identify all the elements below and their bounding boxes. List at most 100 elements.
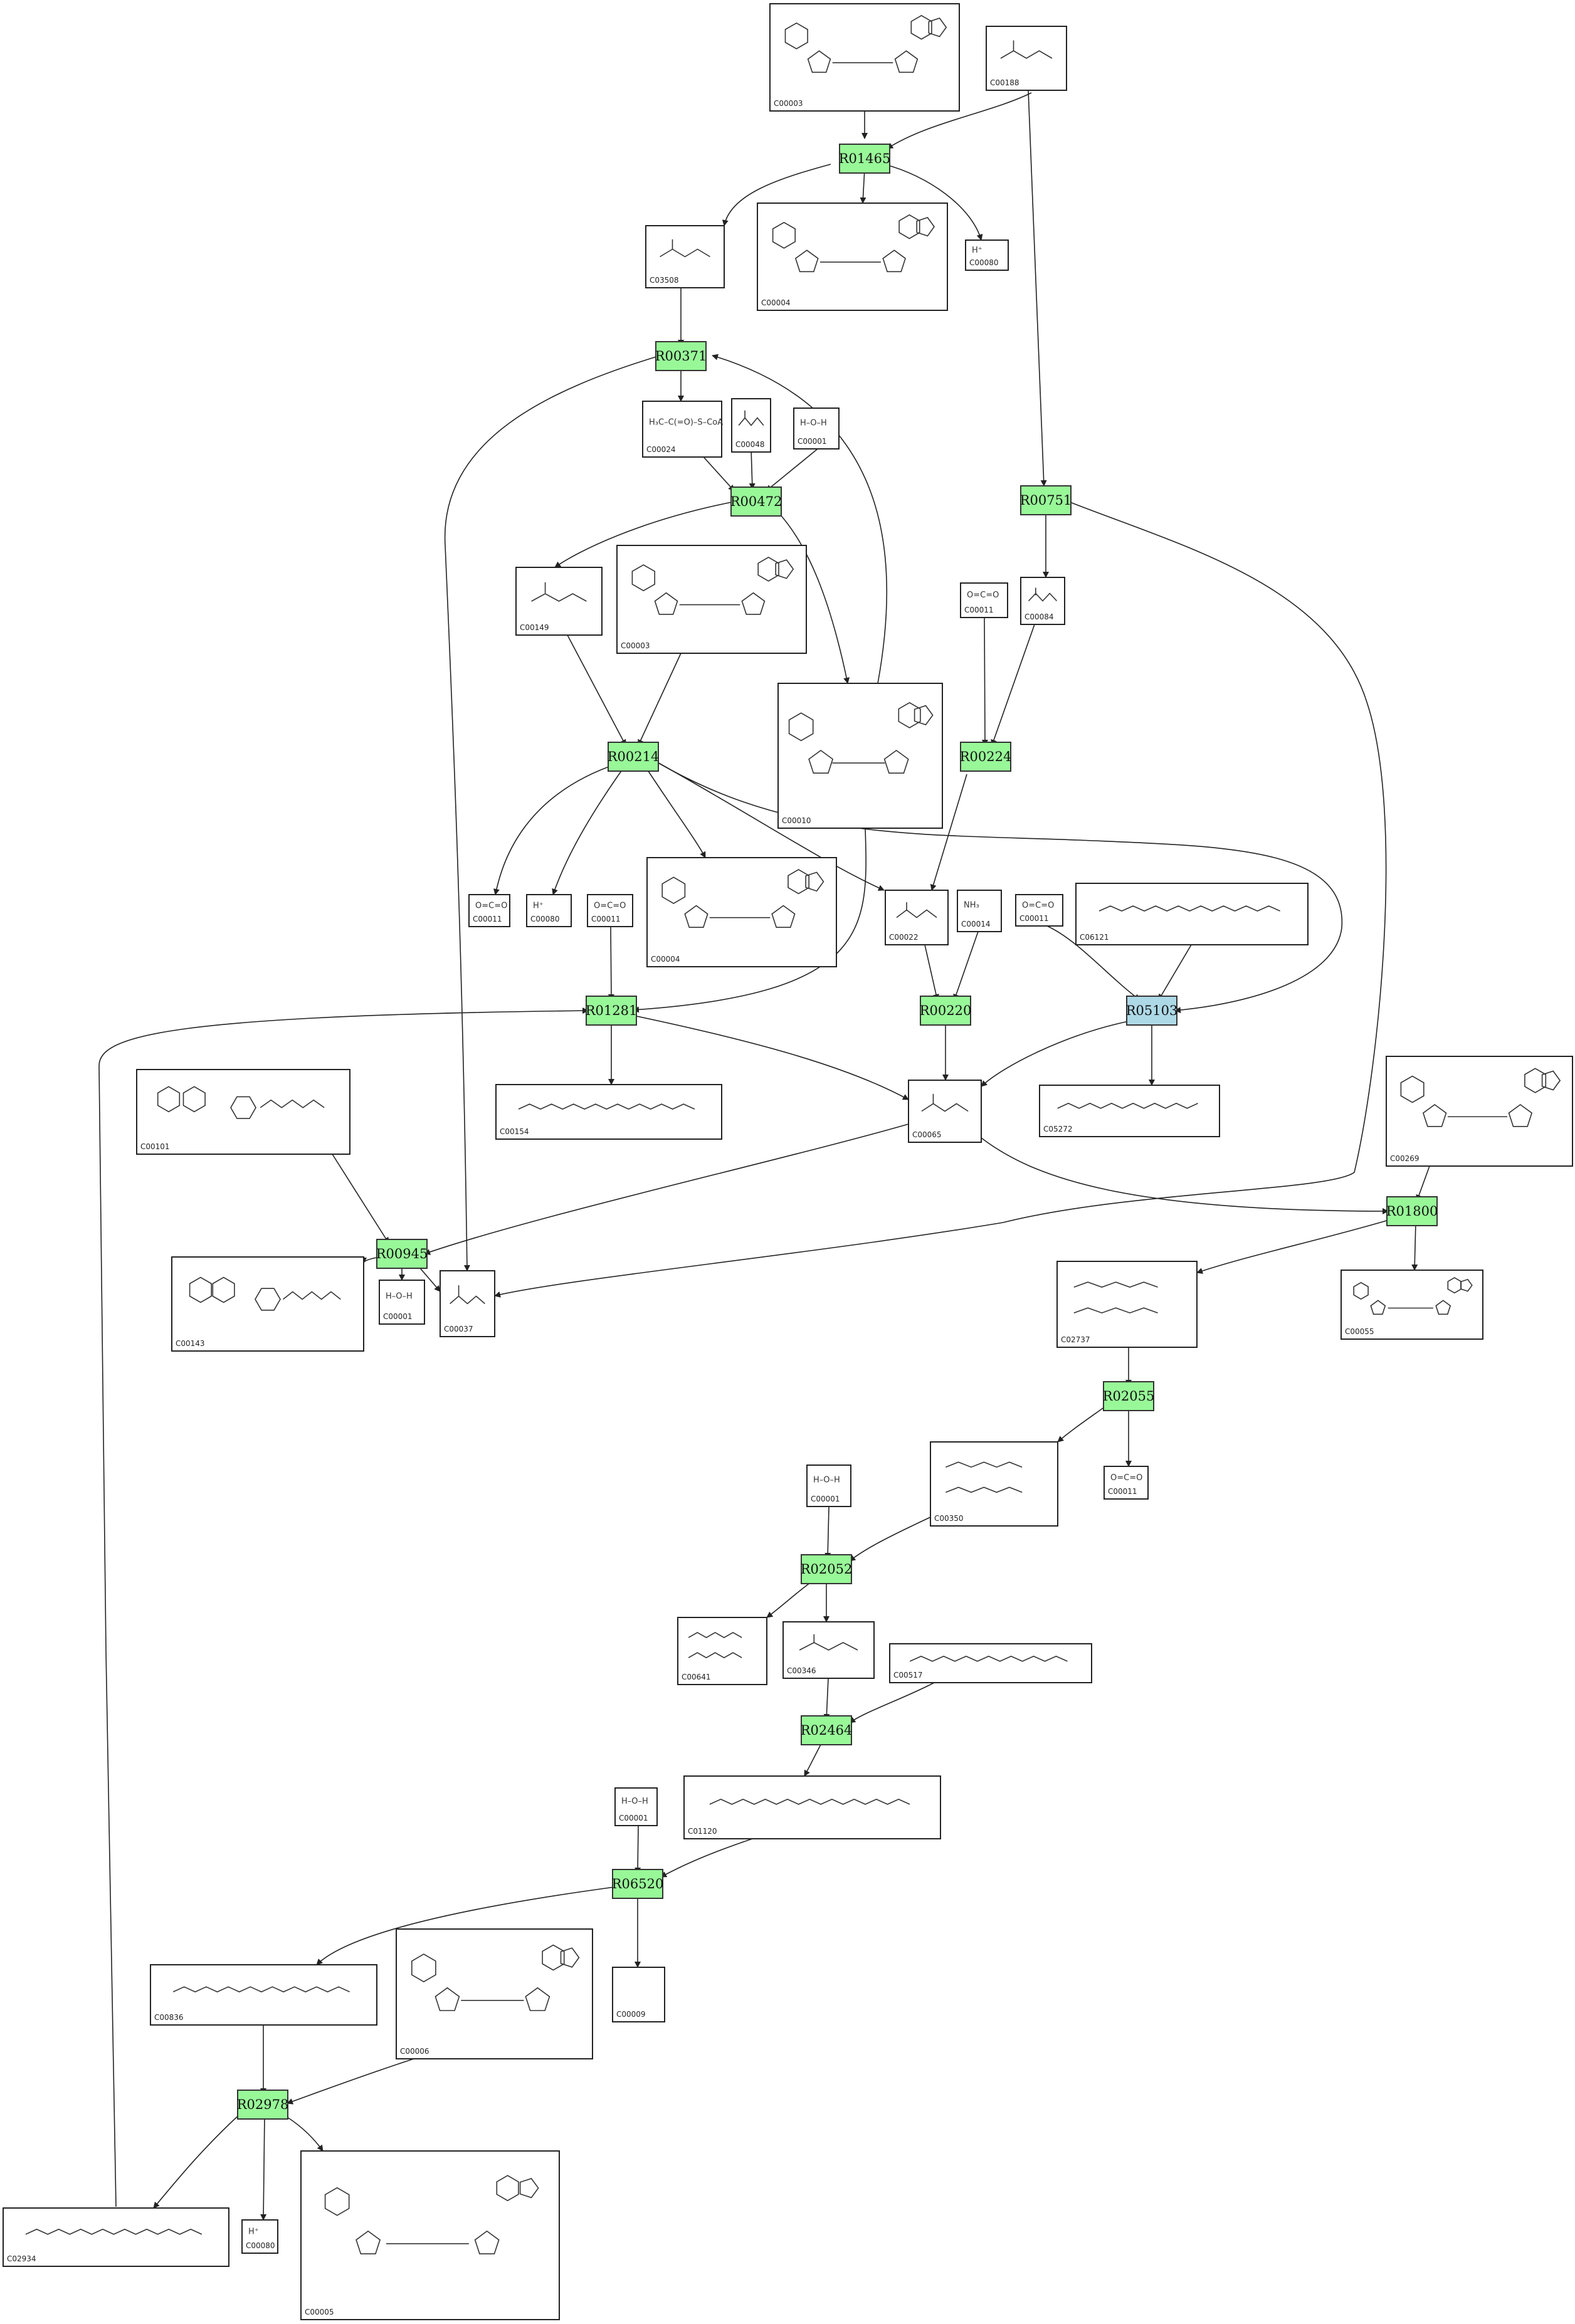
reaction-label: R00945: [376, 1246, 428, 1261]
compound-C00006[interactable]: C00006: [396, 1928, 593, 2059]
reaction-node-R02052[interactable]: R02052: [801, 1554, 853, 1584]
compound-code-label: C00022: [889, 933, 919, 942]
compound-box: [1341, 1270, 1483, 1340]
edge-arrow: [287, 2058, 414, 2105]
compound-C00080[interactable]: H⁺C00080: [526, 894, 572, 927]
edge-arrow: [860, 168, 867, 204]
compound-C00269[interactable]: C00269: [1386, 1056, 1573, 1167]
reaction-label: R01281: [586, 1003, 638, 1018]
compound-C00009[interactable]: C00009: [612, 1967, 665, 2022]
reaction-node-R02055[interactable]: R02055: [1103, 1381, 1155, 1411]
compound-code-label: C00836: [154, 2013, 184, 2022]
edge-arrow: [444, 355, 659, 1271]
reaction-label: R00214: [608, 749, 660, 764]
compound-box: [965, 239, 1009, 271]
edge-arrow: [1416, 1165, 1430, 1201]
compound-code-label: C00346: [787, 1666, 816, 1675]
reaction-node-R01465[interactable]: R01465: [839, 144, 891, 174]
compound-C00346[interactable]: C00346: [782, 1621, 875, 1679]
compound-code-label: C00037: [444, 1325, 473, 1333]
edge-arrow: [766, 1579, 816, 1618]
reaction-label: R02464: [801, 1723, 853, 1738]
compound-code-label: C00101: [140, 1142, 170, 1151]
compound-code-label: C00001: [619, 1814, 648, 1822]
compound-C00517[interactable]: C00517: [889, 1643, 1092, 1683]
compound-C02737[interactable]: C02737: [1056, 1261, 1198, 1348]
compound-formula: H–O–H: [621, 1797, 648, 1806]
compound-C00004[interactable]: C00004: [757, 202, 948, 311]
compound-C00065[interactable]: C00065: [908, 1080, 982, 1143]
compound-C00001[interactable]: H–O–H C00001: [614, 1787, 658, 1826]
compound-box: [889, 1643, 1092, 1683]
compound-formula: H–O–H: [800, 418, 827, 428]
edge-arrow: [633, 828, 867, 1013]
compound-code-label: C00024: [646, 445, 676, 454]
reaction-node-R00945[interactable]: R00945: [376, 1239, 428, 1269]
compound-C00188[interactable]: C00188: [986, 26, 1067, 91]
compound-C00010[interactable]: C00010: [777, 683, 943, 829]
compound-C00055[interactable]: C00055: [1341, 1270, 1483, 1340]
compound-C00003[interactable]: C00003: [616, 545, 807, 654]
compound-C00641[interactable]: C00641: [677, 1617, 767, 1685]
compound-C00003[interactable]: C00003: [769, 3, 960, 112]
compound-C05272[interactable]: C05272: [1039, 1085, 1220, 1137]
reaction-node-R00220[interactable]: R00220: [920, 996, 972, 1026]
compound-C00154[interactable]: C00154: [495, 1084, 722, 1140]
reaction-node-R00472[interactable]: R00472: [730, 486, 782, 517]
reaction-box: [1126, 996, 1177, 1026]
edge-arrow: [424, 1123, 909, 1255]
reaction-node-R05103[interactable]: R05103: [1126, 996, 1178, 1026]
compound-C00084[interactable]: C00084: [1020, 577, 1065, 625]
compound-box: [1015, 894, 1063, 927]
compound-C00080[interactable]: H⁺C00080: [965, 239, 1009, 271]
compound-C03508[interactable]: C03508: [645, 225, 725, 288]
compound-C00101[interactable]: C00101: [136, 1069, 350, 1155]
edge-arrow: [567, 634, 626, 746]
reaction-node-R01800[interactable]: R01800: [1386, 1196, 1438, 1226]
compound-C00143[interactable]: C00143: [171, 1256, 364, 1352]
compound-C00004[interactable]: C00004: [646, 857, 837, 967]
reaction-node-R02464[interactable]: R02464: [801, 1715, 853, 1745]
edge-arrow: [1196, 1218, 1394, 1274]
compound-C00080[interactable]: H⁺C00080: [241, 2219, 278, 2254]
compound-C00048[interactable]: C00048: [731, 398, 771, 453]
compound-C02934[interactable]: C02934: [3, 2207, 229, 2267]
compound-C00350[interactable]: C00350: [930, 1441, 1058, 1527]
reaction-node-R00224[interactable]: R00224: [960, 742, 1012, 772]
edge-arrow: [749, 448, 756, 490]
compound-C00037[interactable]: C00037: [440, 1270, 495, 1337]
compound-C00836[interactable]: C00836: [150, 1964, 377, 2026]
edge-arrow: [316, 1886, 615, 1965]
compound-C00149[interactable]: C00149: [515, 567, 603, 636]
compound-formula: O=C=O: [1022, 901, 1054, 910]
compound-formula: O=C=O: [594, 901, 626, 910]
reaction-node-R00214[interactable]: R00214: [608, 742, 660, 772]
compound-C00022[interactable]: C00022: [885, 890, 949, 945]
compound-C01120[interactable]: C01120: [683, 1775, 941, 1839]
reaction-node-R02978[interactable]: R02978: [237, 2090, 289, 2120]
reaction-box: [1020, 485, 1072, 515]
compound-code-label: C00055: [1345, 1327, 1374, 1336]
reaction-node-R06520[interactable]: R06520: [612, 1869, 664, 1899]
compound-C06121[interactable]: C06121: [1075, 883, 1309, 945]
edge-arrow: [1411, 1221, 1418, 1271]
reaction-node-R00371[interactable]: R00371: [655, 341, 707, 371]
compound-box: [495, 1084, 722, 1140]
compound-box: [612, 1967, 665, 2022]
compound-C00005[interactable]: C00005: [300, 2150, 560, 2320]
compound-box: [757, 202, 948, 311]
reaction-node-R01281[interactable]: R01281: [586, 996, 638, 1026]
reaction-node-R00751[interactable]: R00751: [1020, 485, 1072, 515]
compound-formula: H–O–H: [813, 1476, 840, 1485]
